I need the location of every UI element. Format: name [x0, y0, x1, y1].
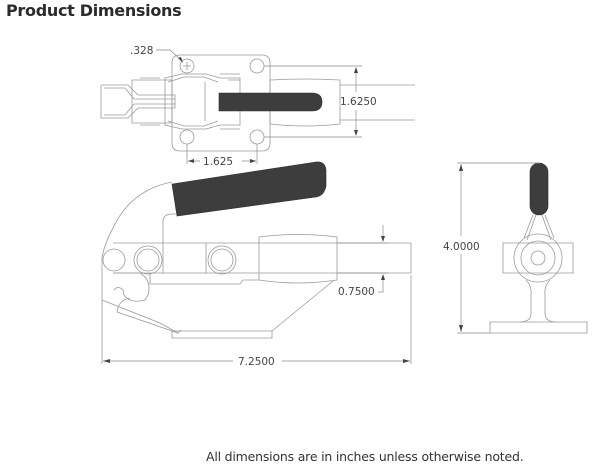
front-view: 0.7500 7.2500 [101, 161, 412, 368]
handle-width-label: 1.6250 [340, 96, 377, 108]
side-handle-grip [529, 162, 549, 216]
hole-spacing-label: 1.625 [203, 156, 233, 168]
mounting-hole [179, 58, 195, 74]
handle-grip [218, 92, 323, 112]
side-view: 4.0000 [443, 162, 588, 334]
top-view: .328 1.6250 1.625 [100, 45, 415, 168]
mounting-hole [249, 129, 265, 145]
overall-height-label: 4.0000 [443, 241, 480, 253]
overall-length-label: 7.2500 [238, 356, 275, 368]
hole-diameter-label: .328 [130, 45, 153, 57]
front-handle-grip [171, 161, 327, 217]
bar-height-label: 0.7500 [338, 286, 375, 298]
mounting-hole [249, 58, 265, 74]
units-note: All dimensions are in inches unless othe… [206, 449, 524, 464]
mounting-hole [179, 129, 195, 145]
page-title: Product Dimensions [6, 1, 182, 20]
